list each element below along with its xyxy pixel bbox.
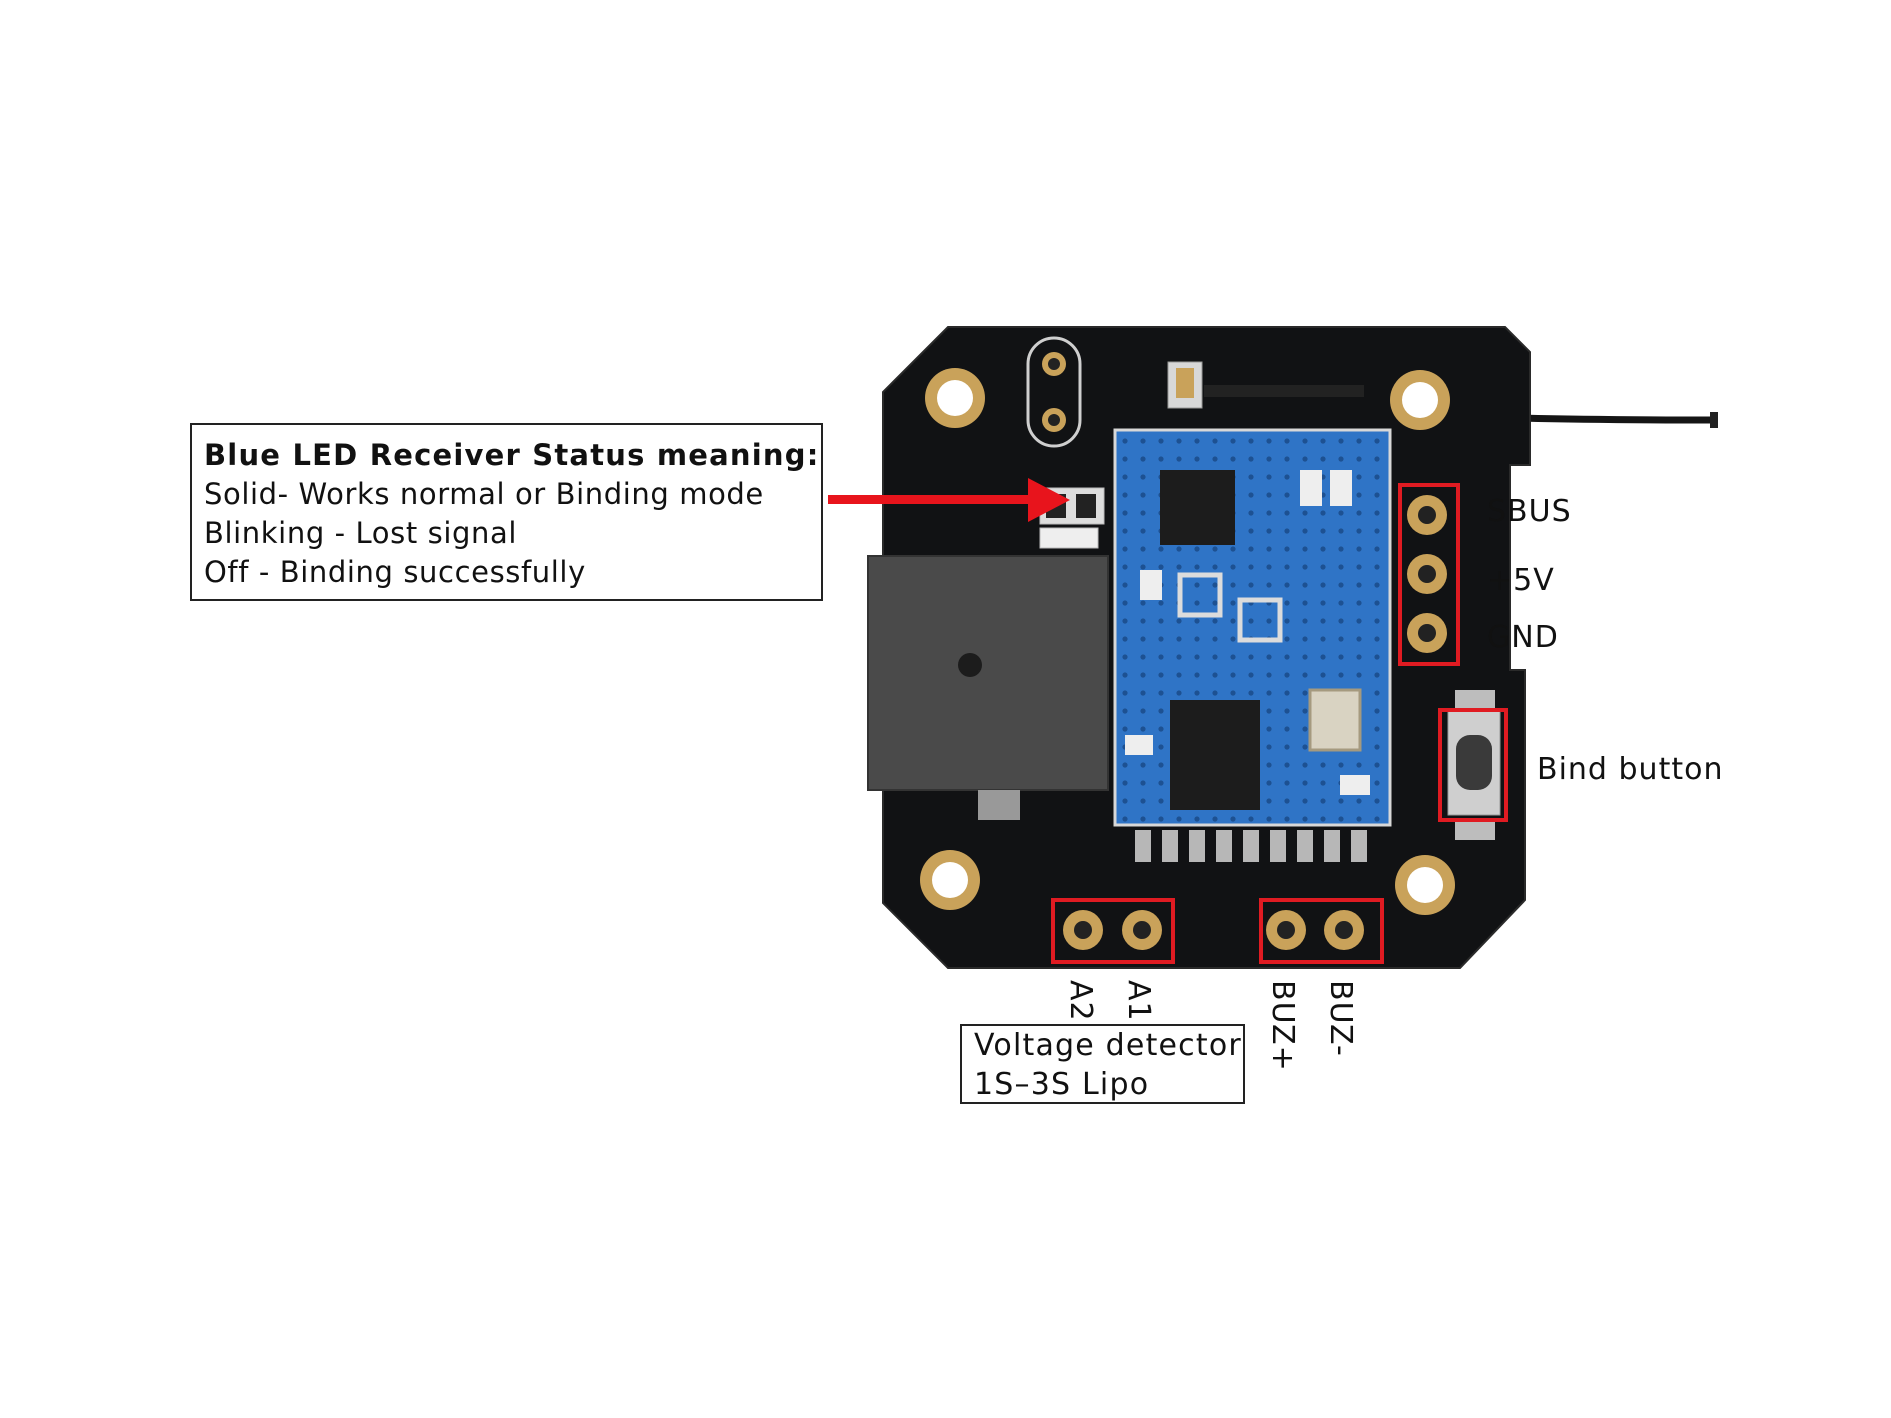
mounting-holes: [920, 368, 1455, 915]
callout-line-off: Off - Binding successfully: [204, 555, 586, 589]
label-sbus: SBUS: [1487, 494, 1572, 529]
arrow-to-led: [828, 478, 1070, 522]
buzzer: [867, 555, 1109, 791]
label-buz-plus: BUZ+: [1265, 980, 1300, 1072]
label-buz-minus: BUZ-: [1323, 980, 1358, 1057]
label-a2: A2: [1063, 980, 1098, 1022]
highlight-boxes: [1051, 483, 1508, 964]
highlight-rx-header: [1398, 483, 1460, 666]
rf-module: [1113, 428, 1392, 827]
callout-line-blinking: Blinking - Lost signal: [204, 516, 517, 550]
label-gnd: GND: [1487, 620, 1559, 655]
voltage-detector-line2: 1S–3S Lipo: [974, 1067, 1150, 1102]
label-5v: +5V: [1487, 563, 1555, 598]
antenna-wire: [1519, 414, 1716, 424]
highlight-buzzer-pads: [1259, 898, 1384, 964]
highlight-bind-button: [1438, 708, 1508, 822]
label-bind-button: Bind button: [1537, 752, 1724, 787]
module-edge-pads: [1135, 830, 1367, 862]
led-status-callout: Blue LED Receiver Status meaning: Solid-…: [190, 423, 823, 601]
highlight-voltage-pads: [1051, 898, 1175, 964]
voltage-detector-box: Voltage detector 1S–3S Lipo: [960, 1024, 1245, 1104]
callout-title: Blue LED Receiver Status meaning:: [204, 438, 820, 472]
label-a1: A1: [1121, 980, 1156, 1022]
callout-line-solid: Solid- Works normal or Binding mode: [204, 477, 764, 511]
voltage-detector-line1: Voltage detector: [974, 1028, 1242, 1063]
